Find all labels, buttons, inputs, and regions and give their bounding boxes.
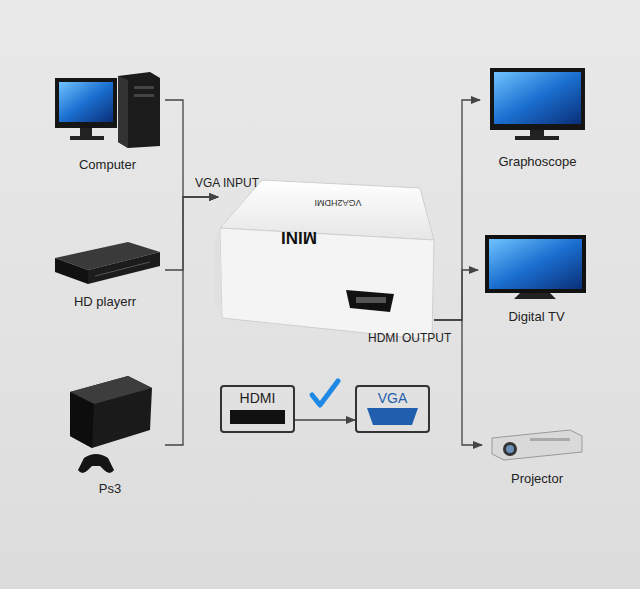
node-caption: Projector: [482, 472, 592, 487]
connector-arrow: [165, 197, 218, 270]
port-box: HDMI: [220, 385, 295, 433]
node-caption: VGA: [357, 390, 428, 406]
connector-arrow: [434, 270, 478, 320]
node-subtext: VGA2HDMI: [313, 198, 363, 208]
node-caption: Computer: [50, 158, 165, 173]
display-node: Graphoscope: [480, 60, 595, 175]
device-node: HD playerr: [45, 235, 165, 315]
ps3-icon: [70, 376, 152, 473]
port-box: VGA: [355, 385, 430, 433]
monitor-icon: [490, 68, 585, 140]
converter-device: [214, 180, 434, 340]
display-node: Projector: [482, 420, 592, 492]
converter-node: MINI VGA2HDMI: [218, 175, 434, 343]
node-caption: MINI: [280, 227, 318, 247]
node-caption: Graphoscope: [480, 155, 595, 170]
node-caption: Ps3: [55, 482, 165, 497]
node-caption: HD playerr: [45, 295, 165, 310]
node-caption: Digital TV: [478, 310, 595, 325]
node-caption: HDMI: [222, 390, 293, 406]
connector-arrow: [295, 419, 355, 420]
signal-label: VGA INPUT: [195, 176, 259, 190]
connector-arrow: [165, 197, 218, 445]
device-node: Ps3: [55, 370, 165, 500]
device-node: Computer: [50, 70, 165, 182]
computer-icon: [55, 72, 160, 148]
connector-arrow: [434, 100, 480, 320]
hd-player-icon: [55, 242, 160, 284]
projector-icon: [492, 430, 582, 460]
tv-icon: [485, 235, 586, 299]
signal-label: HDMI OUTPUT: [368, 331, 451, 345]
display-node: Digital TV: [478, 228, 595, 328]
